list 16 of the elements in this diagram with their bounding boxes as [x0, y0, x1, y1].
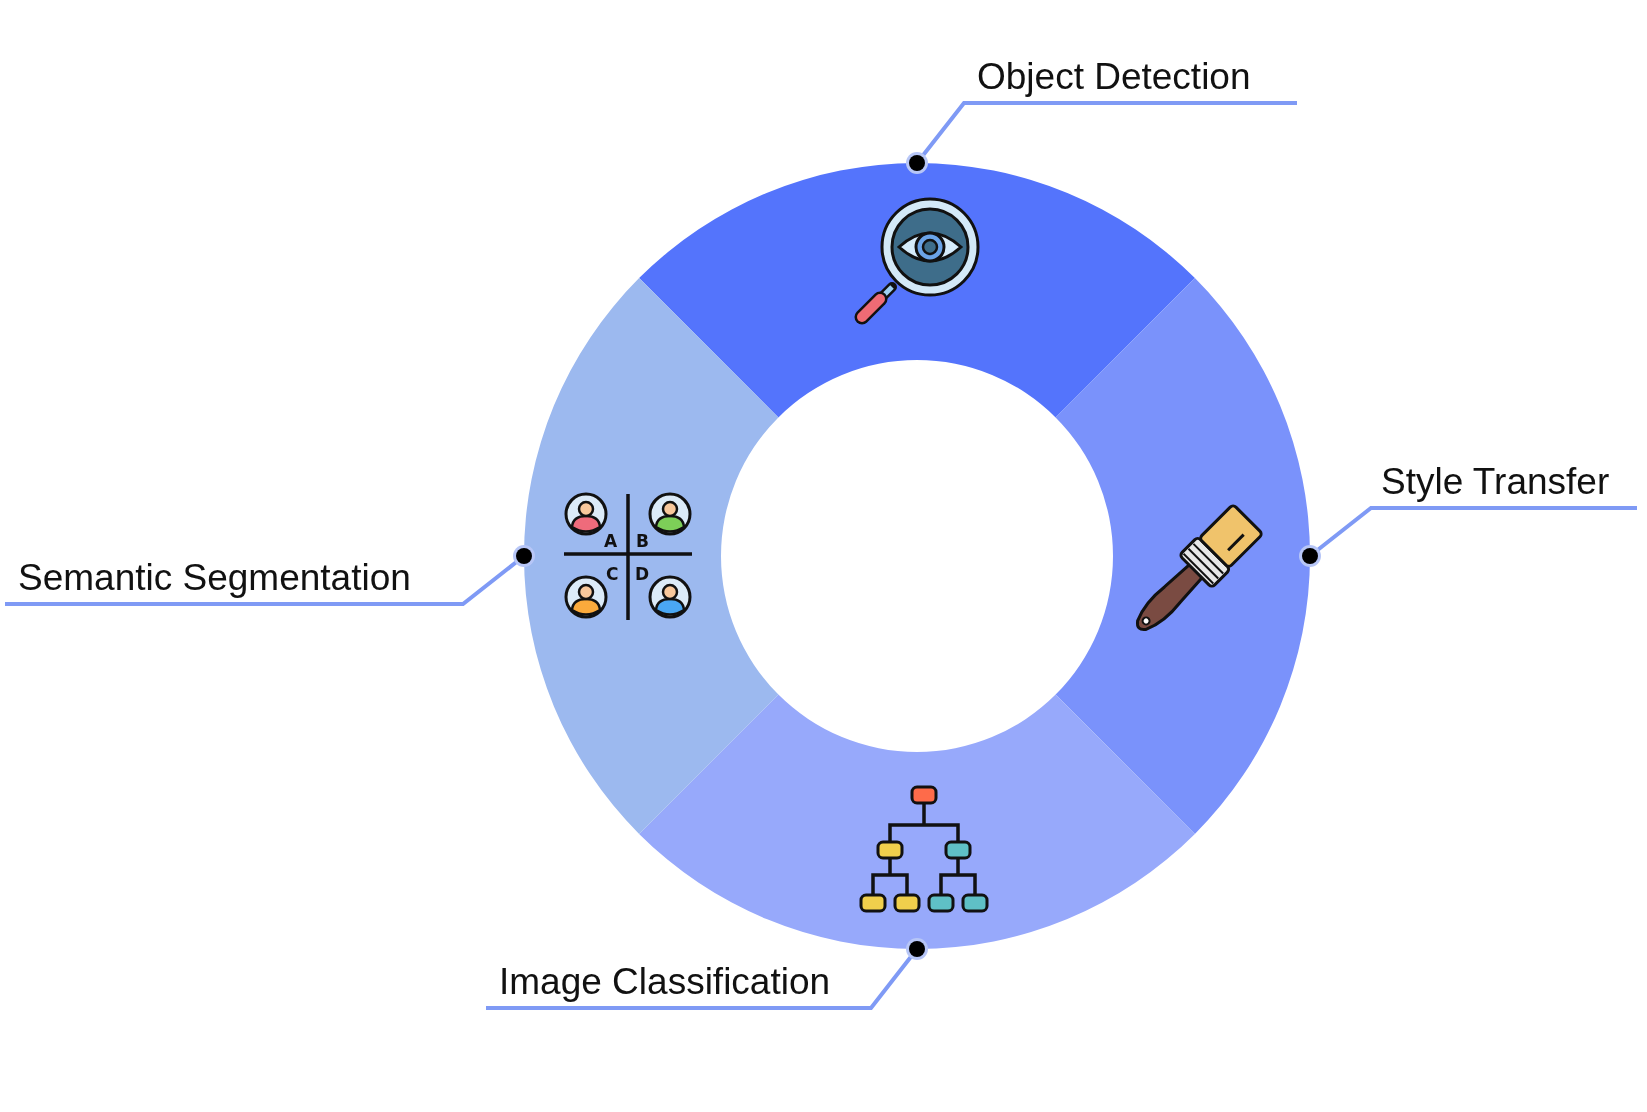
leader-line	[5, 545, 535, 606]
donut-segment	[639, 163, 1195, 418]
label-text: Image Classification	[499, 960, 831, 1008]
donut-segment	[639, 694, 1195, 949]
label-text: Object Detection	[977, 55, 1251, 103]
donut-segment	[524, 278, 779, 834]
label-text: Semantic Segmentation	[18, 556, 411, 604]
leader-line	[486, 938, 928, 1010]
quadrant-letter: A	[604, 532, 618, 550]
donut-segment	[1055, 278, 1310, 834]
leader-line	[906, 101, 1297, 174]
quadrant-letter: B	[636, 532, 649, 550]
quadrant-letter: D	[635, 565, 650, 583]
leader-line	[1299, 506, 1637, 567]
quadrant-letter: C	[606, 565, 619, 583]
label-text: Style Transfer	[1381, 460, 1610, 508]
